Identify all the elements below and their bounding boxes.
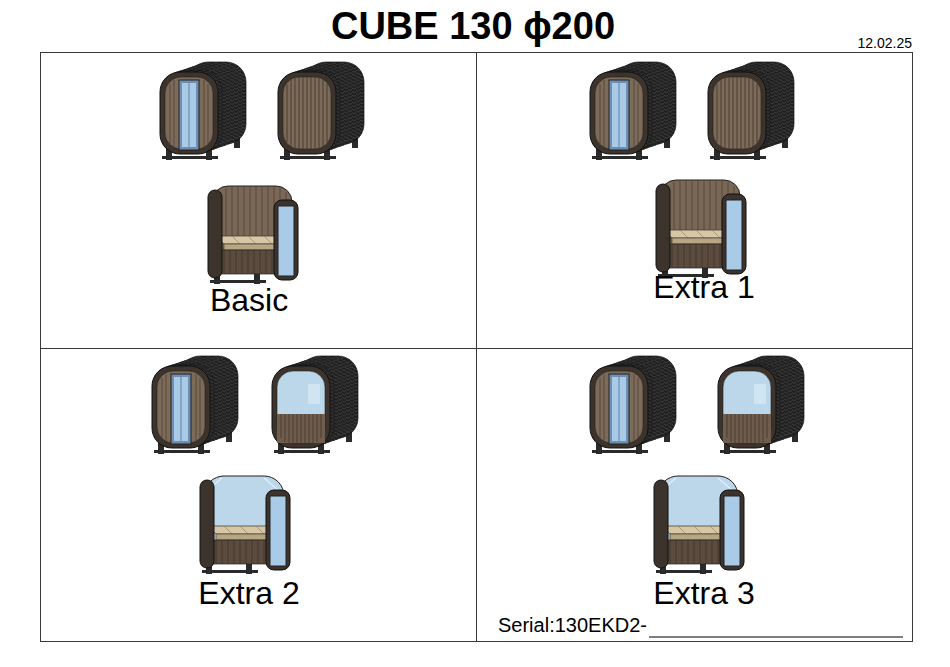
variant-name: Extra 1 [653,269,754,306]
variant-panel: Extra 1 [476,52,913,349]
serial-underline [649,636,903,637]
sheet-title: CUBE 130 ϕ200 [331,5,615,49]
variant-name: Basic [210,282,288,319]
variant-panel: Basic [40,52,477,349]
variant-panel: Extra 3 [476,348,913,642]
variant-panel: Extra 2 [40,348,477,642]
variant-name: Extra 3 [653,575,754,612]
serial-label: Serial:130EKD2- [498,614,647,637]
date-label: 12.02.25 [858,35,913,51]
variant-name: Extra 2 [198,575,299,612]
